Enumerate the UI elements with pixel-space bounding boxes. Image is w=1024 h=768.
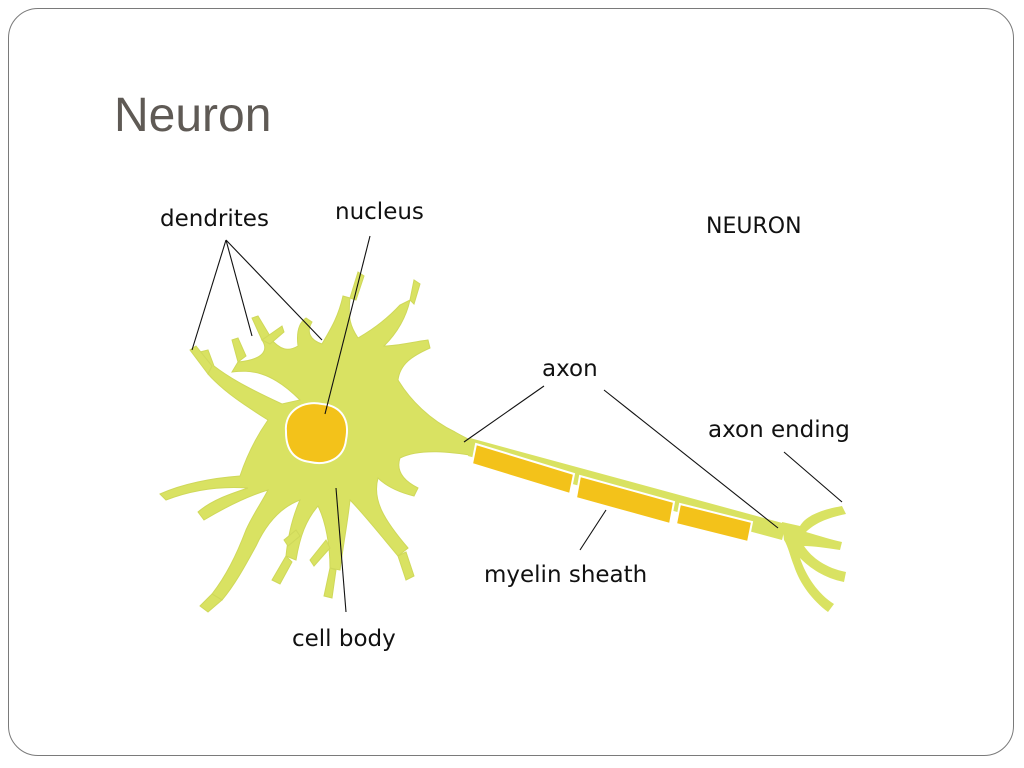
label-myelin-sheath: myelin sheath bbox=[484, 562, 647, 588]
label-axon: axon bbox=[542, 356, 598, 382]
label-cell-body: cell body bbox=[292, 626, 396, 652]
label-nucleus: nucleus bbox=[335, 199, 424, 225]
diagram-heading: NEURON bbox=[706, 214, 802, 239]
leader-dendrites-1 bbox=[191, 239, 227, 351]
leader-dendrites-2 bbox=[225, 239, 253, 337]
myelin-segments bbox=[470, 442, 754, 544]
slide-frame bbox=[8, 8, 1014, 756]
label-axon-ending: axon ending bbox=[708, 417, 850, 443]
label-dendrites: dendrites bbox=[160, 206, 269, 232]
axon-terminal-shape bbox=[782, 506, 846, 612]
leader-axon-ending bbox=[783, 451, 843, 503]
leader-axon-2 bbox=[603, 389, 779, 529]
leader-dendrites-3 bbox=[225, 239, 323, 341]
leader-lines bbox=[191, 235, 843, 613]
slide-title: Neuron bbox=[114, 89, 272, 142]
leader-axon-1 bbox=[463, 385, 545, 443]
leader-nucleus bbox=[324, 235, 371, 415]
leader-cell-body bbox=[335, 487, 347, 613]
leader-myelin bbox=[579, 509, 607, 551]
nucleus-shape bbox=[284, 402, 348, 464]
